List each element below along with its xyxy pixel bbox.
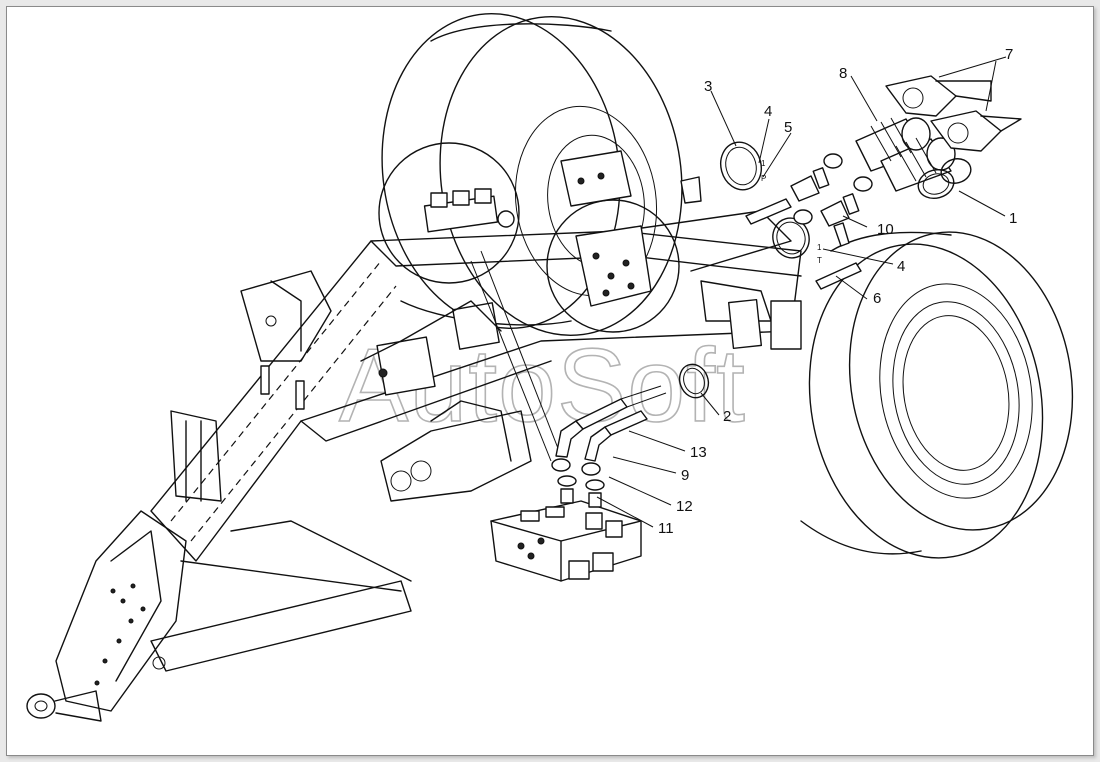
fitting-mark-p: P [761,174,766,183]
right-wheel [800,231,1074,559]
callout-10: 10 [877,221,894,238]
main-frame [26,210,802,722]
callout-4-upper: 4 [764,103,772,120]
callout-9: 9 [681,467,689,484]
fitting-mark-p-number: 1 [761,159,766,168]
detail-circles [378,142,702,462]
rear-wheel-left [381,12,683,337]
diagram-frame: AutoSoft [6,6,1094,756]
callout-12: 12 [676,498,693,515]
callout-2: 2 [723,408,731,425]
callout-5: 5 [784,119,792,136]
callout-leaders [596,56,1007,528]
callout-7: 7 [1005,46,1013,63]
control-valve-block [490,363,710,582]
callout-8: 8 [839,65,847,82]
callout-labels: 1 2 3 4 4 5 6 7 8 9 10 11 12 13 [658,46,1017,537]
callout-13: 13 [690,444,707,461]
fitting-mark-t-number: 1 [817,243,822,252]
callout-11: 11 [658,520,674,537]
fitting-mark-t: T [817,256,822,265]
callout-1: 1 [1009,210,1017,227]
callout-3: 3 [704,78,712,95]
hydraulic-assembly-diagram: AutoSoft [26,12,1074,722]
callout-6: 6 [873,290,881,307]
callout-4-lower: 4 [897,258,905,275]
